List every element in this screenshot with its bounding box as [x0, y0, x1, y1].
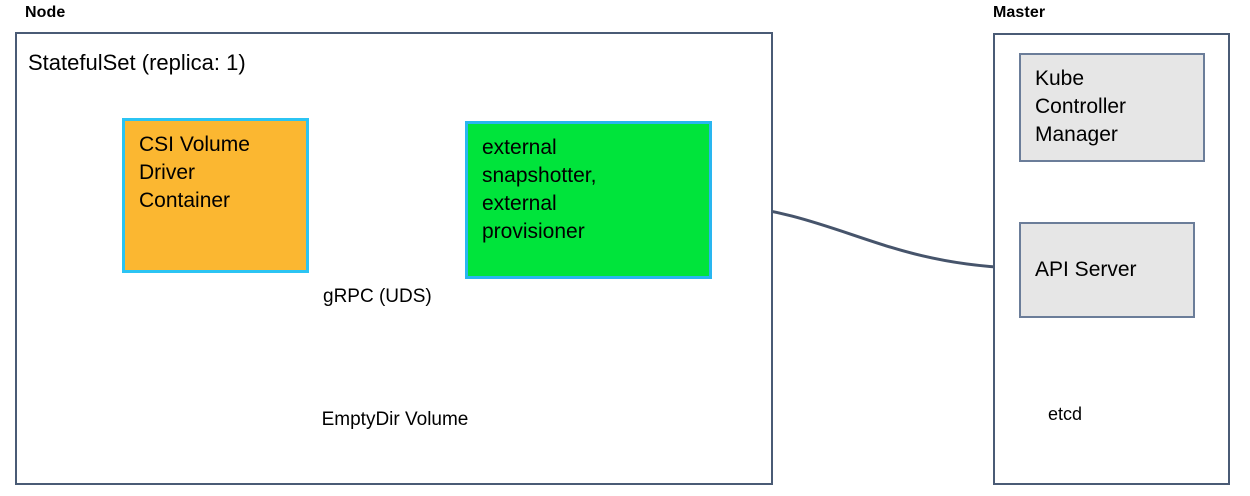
- api-server-label: API Server: [1035, 258, 1137, 282]
- kube-controller-manager-box[interactable]: Kube Controller Manager: [1019, 53, 1205, 162]
- group-label-master: Master: [993, 4, 1046, 21]
- csi-volume-driver-label: CSI Volume Driver Container: [139, 133, 250, 212]
- kube-controller-manager-label: Kube Controller Manager: [1035, 67, 1127, 146]
- statefulset-title: StatefulSet (replica: 1): [28, 50, 246, 75]
- external-sidecars-label: external snapshotter, external provision…: [482, 136, 597, 243]
- api-server-box[interactable]: API Server: [1019, 222, 1195, 318]
- group-label-node: Node: [25, 4, 66, 21]
- external-sidecars-container[interactable]: external snapshotter, external provision…: [465, 121, 712, 279]
- csi-volume-driver-container[interactable]: CSI Volume Driver Container: [122, 118, 309, 273]
- edge-label-grpc-uds: gRPC (UDS): [320, 286, 435, 308]
